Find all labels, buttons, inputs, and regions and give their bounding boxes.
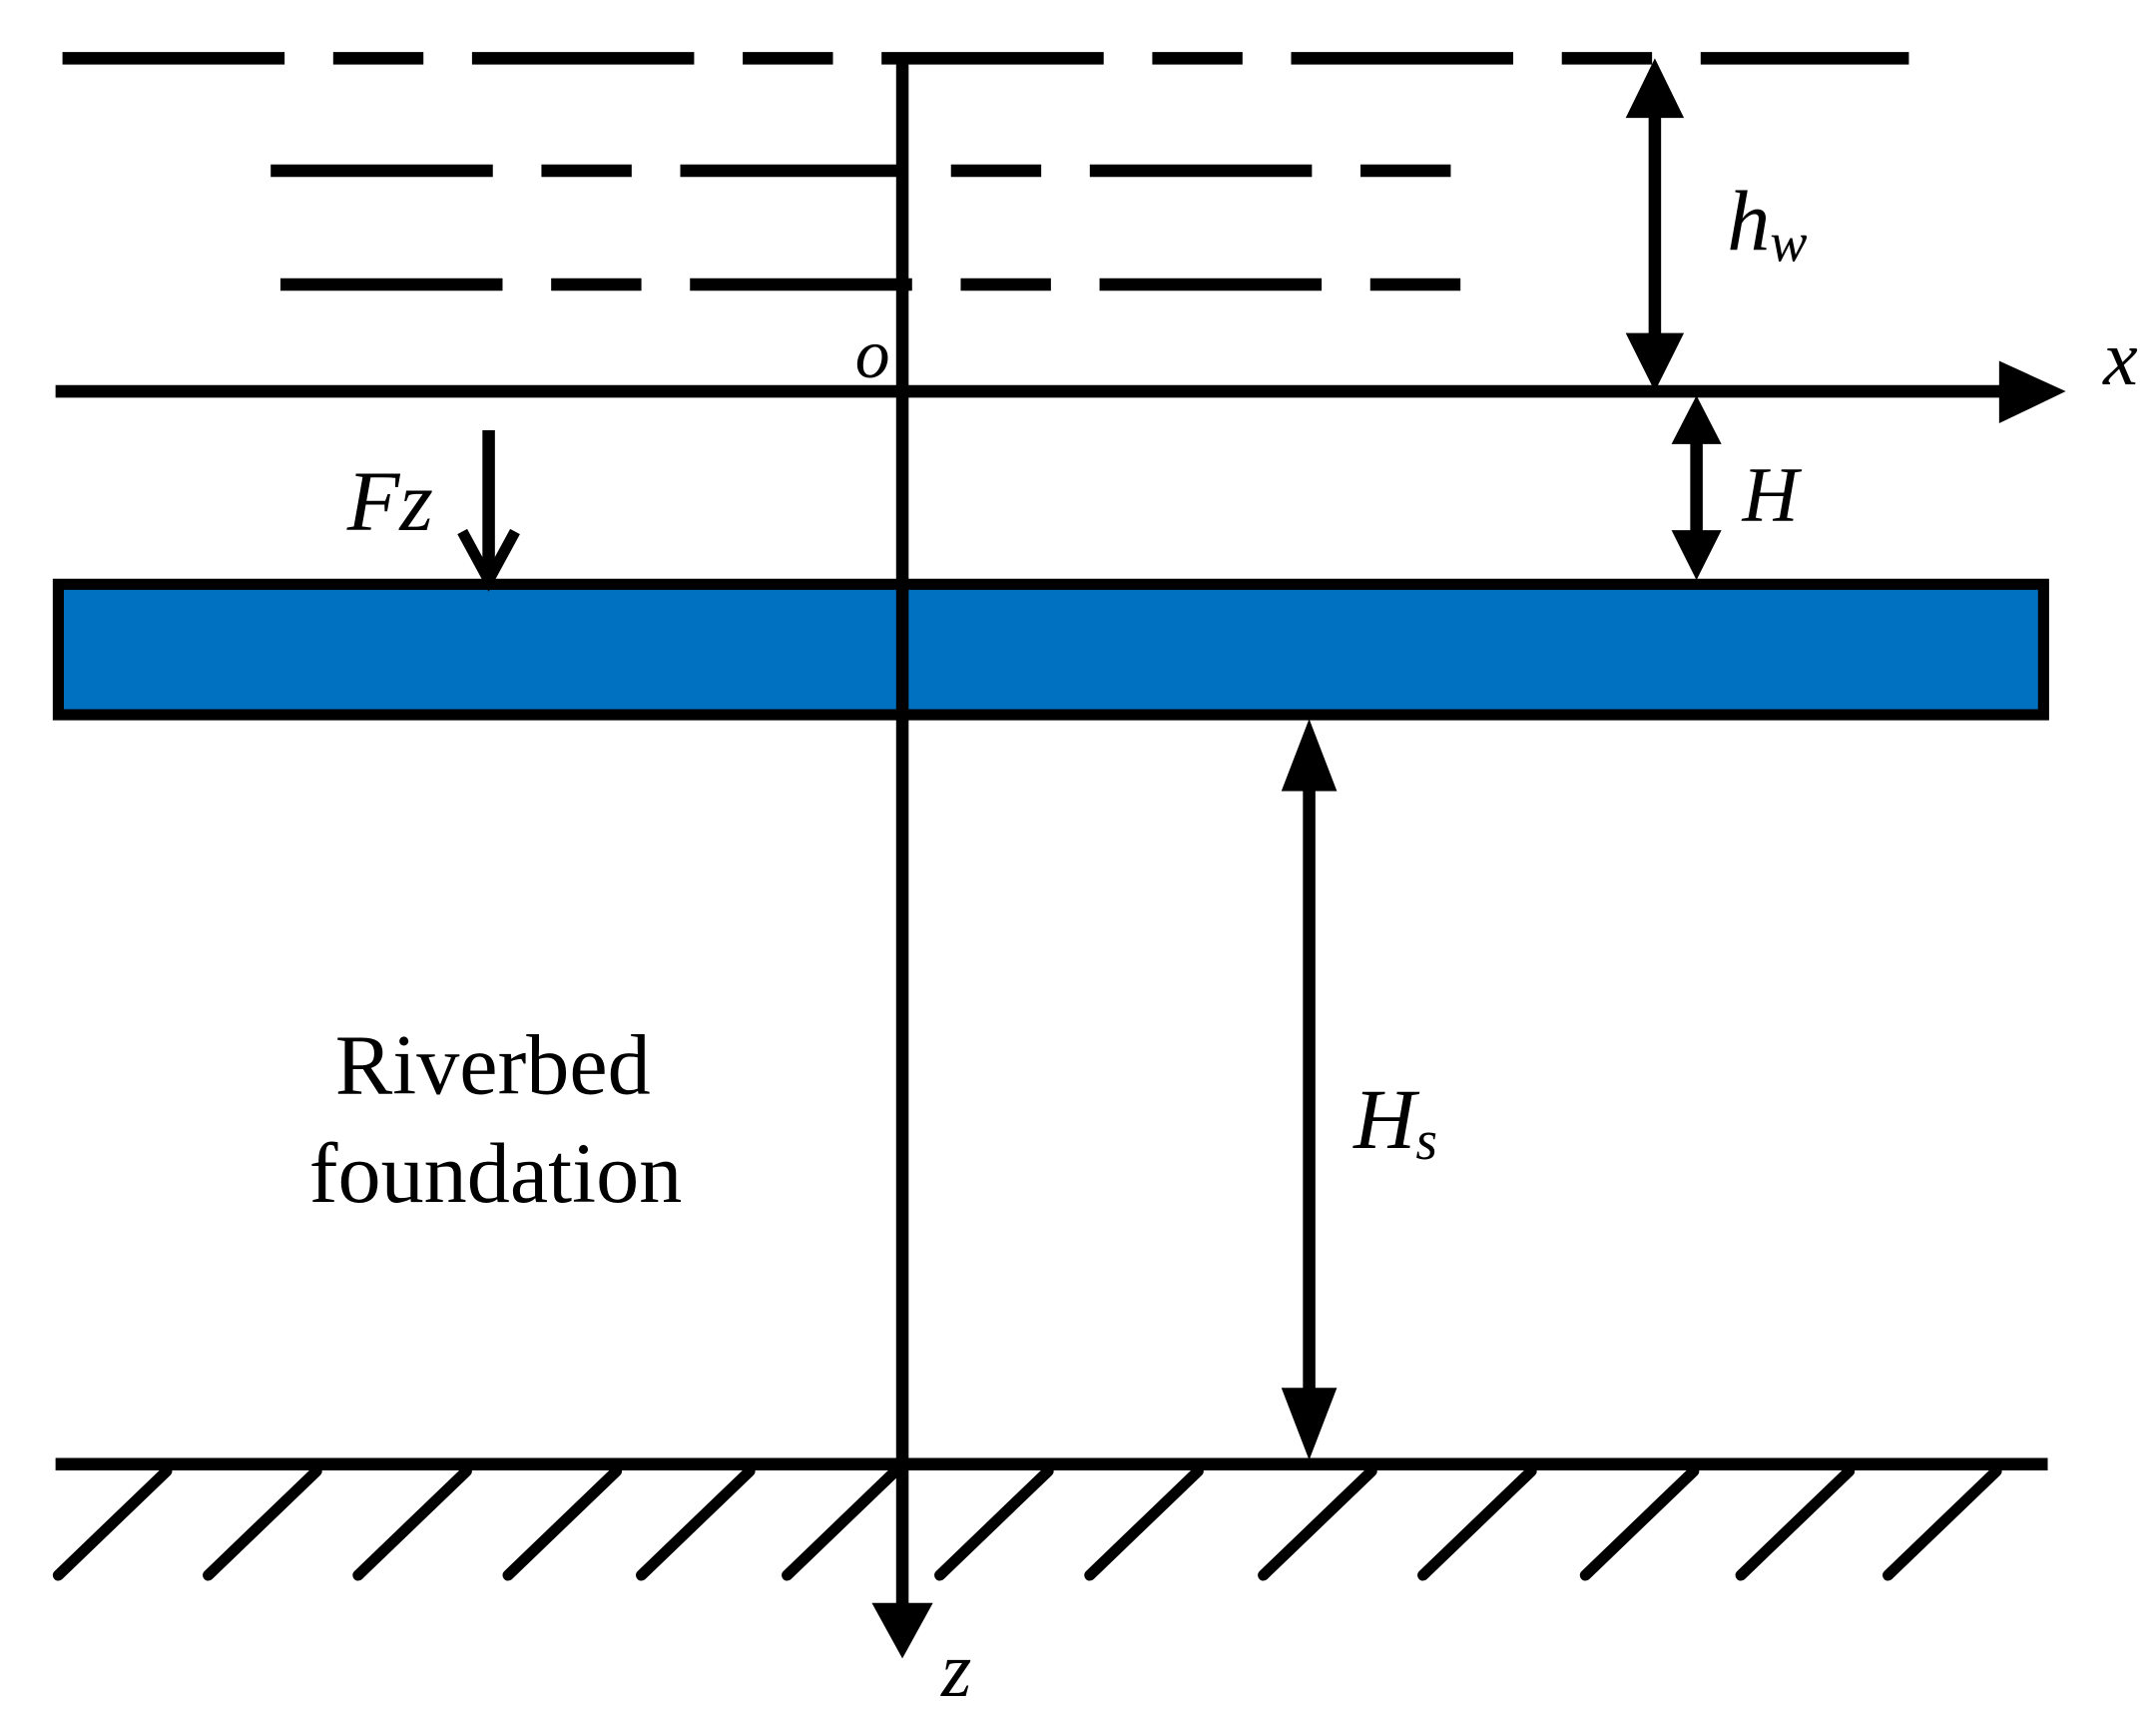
force-label: Fz (346, 453, 433, 549)
riverbed-label-line2: foundation (309, 1125, 683, 1221)
hw-label: hw (1727, 173, 1807, 274)
z-axis-label: z (940, 1627, 971, 1713)
hw-dimension-arrow (1625, 58, 1685, 392)
x-axis-arrowhead (1998, 360, 2066, 424)
H-label: H (1742, 451, 1803, 537)
water-surface-lines (62, 52, 1909, 291)
z-axis-arrowhead (871, 1602, 933, 1659)
Hs-label: Hs (1352, 1071, 1437, 1172)
origin-label: o (855, 316, 890, 393)
force-arrow (457, 429, 520, 592)
pipeline-body (52, 578, 2049, 721)
bedrock-hatching (52, 1465, 2002, 1581)
Hs-dimension-arrow (1281, 719, 1338, 1460)
x-axis-label: x (2102, 315, 2138, 401)
H-dimension-arrow (1671, 395, 1722, 581)
riverbed-label-line1: Riverbed (335, 1017, 651, 1113)
